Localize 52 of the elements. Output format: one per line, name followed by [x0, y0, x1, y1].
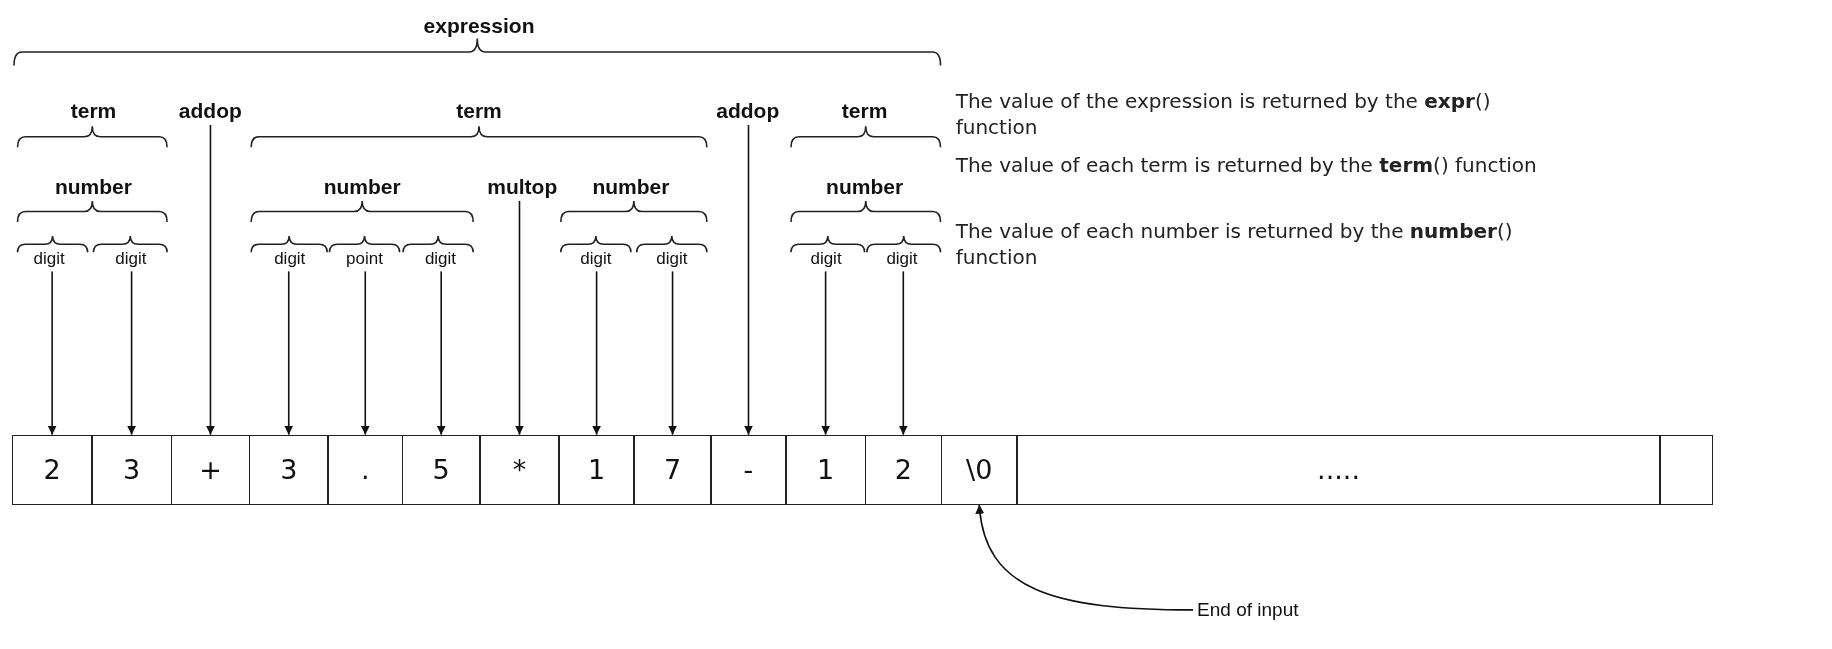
- grammar-label: digit: [274, 249, 306, 270]
- arrow: [821, 270, 831, 436]
- arrow: [668, 270, 678, 436]
- grammar-label: number: [592, 174, 670, 199]
- note-text: The value of each number is returned by the number() function: [955, 218, 1514, 271]
- grammar-label: point: [346, 249, 383, 270]
- array-cell: .: [327, 434, 404, 505]
- grammar-label: number: [323, 174, 401, 199]
- arrow: [47, 270, 57, 436]
- grammar-label: digit: [580, 249, 612, 270]
- arrow: [127, 270, 137, 436]
- grammar-label: digit: [33, 249, 65, 270]
- array-cell: 5: [401, 434, 481, 505]
- grammar-label: term: [841, 99, 888, 123]
- arrow: [744, 124, 753, 436]
- array-cell: 2: [864, 434, 942, 505]
- annotation-text: End of input: [1197, 598, 1299, 621]
- array-cell: -: [710, 434, 787, 505]
- arrow: [205, 124, 215, 436]
- grammar-label: multop: [487, 174, 558, 199]
- grammar-label: digit: [424, 249, 457, 270]
- array-cell: 7: [633, 434, 712, 505]
- note-text: The value of each term is returned by the term() function: [955, 151, 1538, 178]
- array-cell: 3: [91, 434, 173, 505]
- array-cell: 1: [785, 434, 867, 505]
- grammar-label: addop: [178, 99, 242, 123]
- array-cell: 3: [248, 434, 329, 505]
- grammar-label: digit: [115, 249, 147, 270]
- grammar-label: expression: [423, 13, 535, 38]
- grammar-label: digit: [886, 249, 918, 270]
- grammar-label: number: [826, 174, 904, 199]
- grammar-label: term: [70, 99, 117, 123]
- arrow: [898, 270, 908, 436]
- grammar-label: term: [456, 99, 502, 123]
- array-cell: .....: [1016, 434, 1661, 505]
- arrow: [436, 270, 446, 436]
- grammar-label: digit: [656, 249, 688, 270]
- array-cell: 2: [11, 434, 93, 505]
- arrow: [360, 270, 370, 436]
- array-cell: [1659, 434, 1714, 505]
- arrow: [975, 503, 1194, 611]
- array-cell: 1: [558, 434, 635, 505]
- arrow: [515, 200, 524, 436]
- arrow: [284, 270, 294, 436]
- array-cell: \0: [940, 434, 1018, 505]
- grammar-label: number: [54, 174, 132, 199]
- note-text: The value of the expression is returned by the expr() function: [955, 87, 1492, 140]
- grammar-label: digit: [810, 249, 842, 270]
- array-cell: +: [170, 434, 251, 505]
- array-cell: *: [479, 434, 560, 505]
- grammar-label: addop: [716, 99, 780, 123]
- arrow: [592, 270, 602, 436]
